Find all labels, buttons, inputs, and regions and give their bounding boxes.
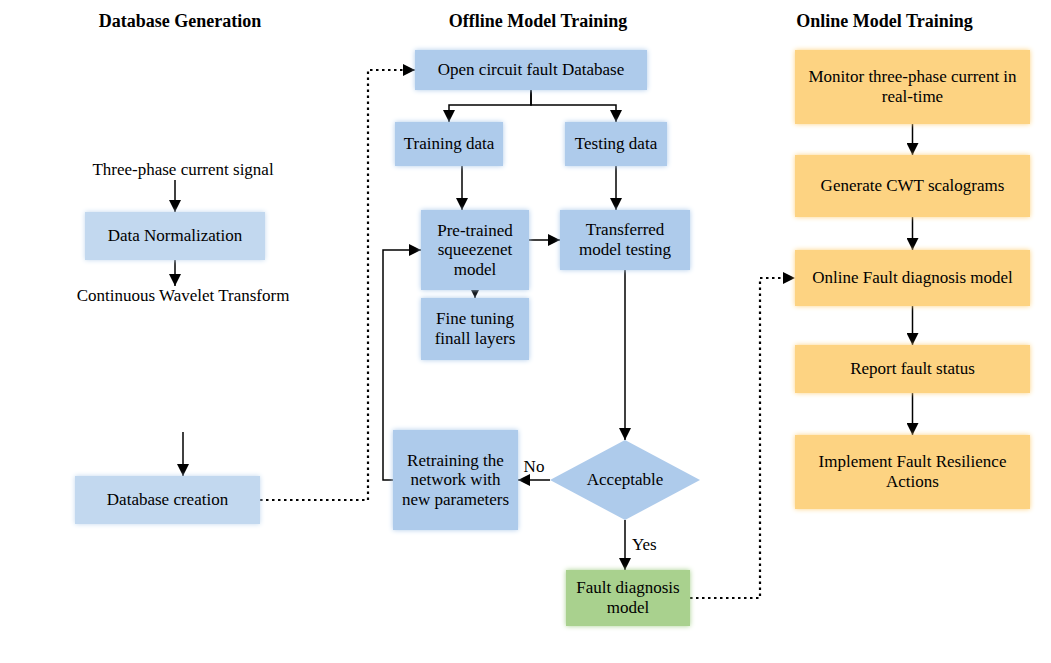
node-label: Training data [404,134,495,154]
node-label: Implement Fault Resilience Actions [800,452,1025,491]
node-label: Fine tuning finall layers [426,309,524,348]
scalogram-blob [236,332,258,380]
process-box: Generate CWT scalograms [795,155,1030,217]
scalogram-sheet [132,310,272,420]
node-label: Data Normalization [108,226,243,246]
axis-line [104,96,246,97]
process-box: Implement Fault Resilience Actions [795,435,1030,509]
process-box: Training data [395,122,503,166]
flow-arrow [518,479,550,481]
node-label: Generate CWT scalograms [821,176,1005,196]
process-box: Data Normalization [85,212,265,260]
flow-arrow [912,393,914,435]
signal-illustration [100,42,260,142]
dotted-connector [690,278,795,598]
flow-arrow [912,124,914,155]
scalogram-blob [146,332,168,380]
stage-panel: Online Model TrainingMonitor three-phase… [722,4,1047,656]
page-sheet [105,46,255,138]
dotted-connector [260,70,415,500]
flow-arrow [174,180,176,212]
page-sheet [100,50,250,142]
process-box: Retraining the network with new paramete… [393,430,518,530]
panel-heading: Online Model Training [722,4,1047,38]
text-label-node: Three-phase current signal [78,40,288,180]
node-label: Database creation [107,490,228,510]
sine-wave [104,64,246,128]
flow-arrow [461,166,463,210]
process-box: Pre-trained squeezenet model [421,210,529,290]
page-sheet [110,42,260,134]
flow-arrow [182,432,184,476]
sine-wave [104,64,246,128]
process-box: Open circuit fault Database [415,50,647,90]
decision-diamond: Acceptable [550,440,700,520]
flow-arrow [174,260,176,286]
scalogram-sheet [120,320,260,430]
panel-outline [5,42,355,654]
edge-label: No [524,457,545,477]
scalogram-sheet [126,315,266,425]
node-label: Pre-trained squeezenet model [426,221,524,280]
flow-arrow [474,290,476,298]
process-box: Online Fault diagnosis model [795,250,1030,306]
flow-arrow [912,306,914,345]
edge-label: Yes [632,535,657,555]
diamond-shape [550,440,700,520]
node-label: Open circuit fault Database [438,60,624,80]
stage-panel: Offline Model TrainingOpen circuit fault… [360,4,716,656]
node-label: Retraining the network with new paramete… [398,451,513,510]
process-box: Fine tuning finall layers [421,298,529,360]
flow-arrow [449,90,531,122]
node-label: Acceptable [587,470,663,490]
flow-arrow [531,90,616,122]
stage-panel: Database GenerationThree-phase current s… [5,4,355,656]
process-box: Monitor three-phase current in real-time [795,50,1030,124]
panel-outline [722,42,1046,654]
node-label: Continuous Wavelet Transform [77,286,290,306]
node-label: Monitor three-phase current in real-time [800,67,1025,106]
panel-heading: Offline Model Training [360,4,716,38]
sine-wave [104,64,246,128]
scalogram-band [120,392,260,410]
flow-arrow [529,239,560,241]
process-box: Report fault status [795,345,1030,393]
process-box: Database creation [75,476,260,524]
node-label: Testing data [575,134,657,154]
group-dashed-box [412,202,538,368]
scalogram-blob [168,332,190,380]
process-box: Fault diagnosis model [566,570,690,626]
node-label: Three-phase current signal [92,160,273,180]
scalogram-blob [213,332,235,380]
node-label: Fault diagnosis model [571,578,685,617]
text-label-node: Continuous Wavelet Transform [35,286,331,436]
node-label: Online Fault diagnosis model [812,268,1013,288]
scalogram-blob [123,332,145,380]
scalogram-illustration [120,310,272,430]
panel-outline [360,42,716,654]
flow-arrow [624,270,626,440]
flow-arrow [624,520,626,570]
node-label: Transferred model testing [565,220,685,259]
flow-arrow [615,166,617,210]
flow-arrow [912,217,914,250]
process-box: Testing data [565,122,667,166]
panel-heading: Database Generation [5,4,355,38]
process-box: Transferred model testing [560,210,690,270]
node-label: Report fault status [850,359,975,379]
scalogram-blob [191,332,213,380]
